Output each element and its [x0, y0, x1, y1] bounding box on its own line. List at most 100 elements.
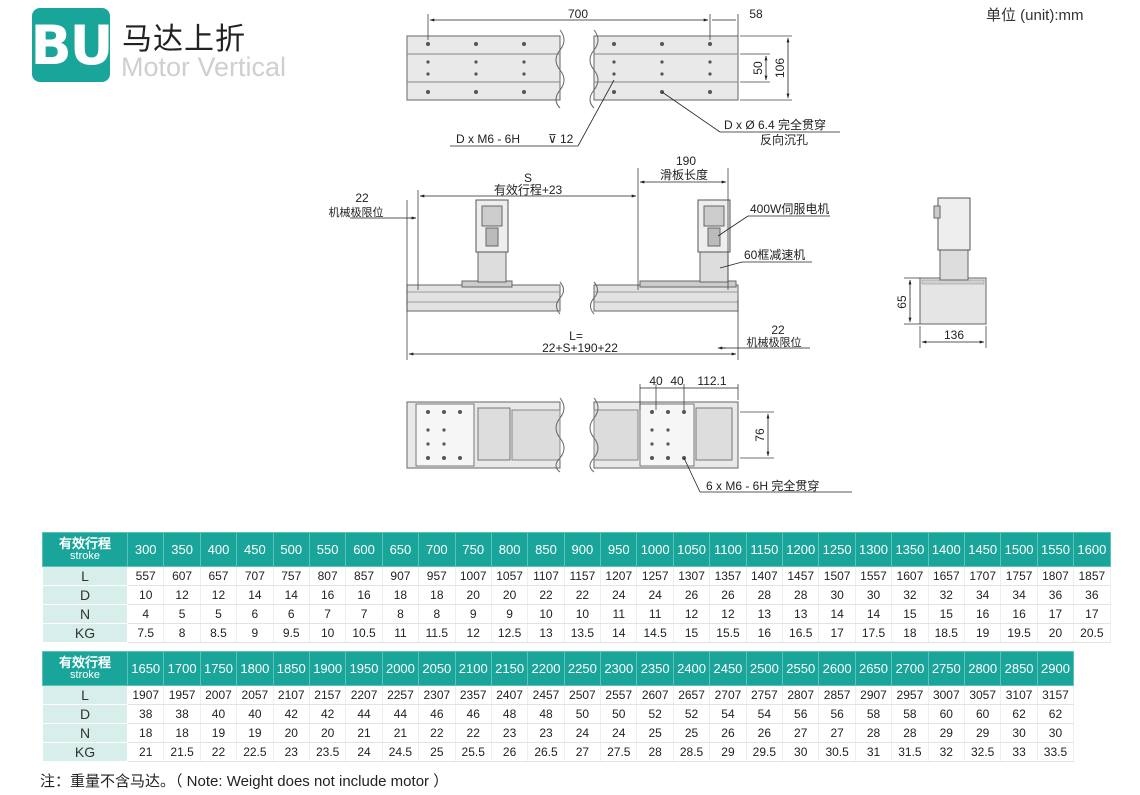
dim-40b: 40: [670, 374, 684, 388]
stroke-header-cell: 1900: [308, 651, 347, 686]
table-cell: 16: [308, 585, 347, 605]
table-cell: 14.5: [636, 623, 674, 643]
table-cell: 27: [818, 723, 856, 743]
table-cell: 3157: [1036, 685, 1075, 705]
table-cell: 857: [345, 566, 383, 586]
table-cell: 42: [272, 704, 310, 724]
table-cell: 3107: [1000, 685, 1038, 705]
callout-through-holes: D x Ø 6.4 完全贯穿: [724, 117, 826, 132]
row-label: L: [42, 685, 128, 705]
table-cell: 31: [854, 742, 893, 762]
table-cell: 9: [454, 604, 492, 624]
table-cell: 2107: [272, 685, 310, 705]
stroke-header-cell: 2900: [1036, 651, 1075, 686]
callout-thread-holes: D x M6 - 6H: [456, 132, 520, 146]
table-cell: 24: [600, 585, 638, 605]
table-cell: 36: [1036, 585, 1075, 605]
stroke-header-cell: 1500: [1000, 532, 1038, 567]
table-cell: 24: [563, 723, 602, 743]
table-cell: 14: [818, 604, 856, 624]
label-mech-limit-left: 机械极限位: [329, 205, 384, 219]
stroke-header-cell: 2550: [782, 651, 820, 686]
table-cell: 26: [672, 585, 711, 605]
table-cell: 22: [527, 585, 565, 605]
stroke-header-cell: 1000: [636, 532, 674, 567]
table-cell: 5: [199, 604, 238, 624]
table-cell: 1257: [636, 566, 674, 586]
table-cell: 18.5: [927, 623, 965, 643]
table-cell: 2257: [381, 685, 420, 705]
table-cell: 34: [1000, 585, 1038, 605]
stroke-header-cell: 2650: [854, 651, 893, 686]
table-cell: 20: [272, 723, 310, 743]
table-cell: 54: [709, 704, 747, 724]
table-cell: 17: [1073, 604, 1111, 624]
stroke-header-cell: 2150: [490, 651, 529, 686]
table-cell: 2907: [854, 685, 893, 705]
table-cell: 1057: [490, 566, 529, 586]
table-cell: 20: [490, 585, 529, 605]
table-cell: 52: [672, 704, 711, 724]
table-cell: 1307: [672, 566, 711, 586]
table-cell: 34: [963, 585, 1002, 605]
table-cell: 1857: [1073, 566, 1111, 586]
table-cell: 2357: [454, 685, 492, 705]
table-cell: 26: [490, 742, 529, 762]
label-stroke-plus: 有效行程+23: [494, 182, 563, 197]
table-cell: 13: [527, 623, 565, 643]
table-cell: 22: [563, 585, 602, 605]
table-cell: 3057: [963, 685, 1002, 705]
table-cell: 11: [381, 623, 420, 643]
table-cell: 25: [636, 723, 674, 743]
page-title: 马达上折: [122, 22, 246, 57]
stroke-header-cell: 550: [308, 532, 347, 567]
stroke-header-cell: 300: [126, 532, 165, 567]
table-cell: 18: [126, 723, 165, 743]
footer-note: 注：重量不含马达。（ Note: Weight does not include…: [40, 773, 449, 790]
table-cell: 907: [381, 566, 420, 586]
table-cell: 24.5: [381, 742, 420, 762]
bottom-view: 40 40 112.1 76 6 x M6 - 6H 完全贯穿: [406, 374, 852, 493]
stroke-header-cell: 2700: [891, 651, 929, 686]
callout-bottom-holes: 6 x M6 - 6H 完全贯穿: [706, 478, 819, 493]
dim-22-left: 22: [355, 191, 369, 205]
label-reducer: 60框减速机: [744, 248, 805, 262]
table-cell: 16: [1000, 604, 1038, 624]
table-cell: 15: [672, 623, 711, 643]
stroke-header-cell: 950: [600, 532, 638, 567]
table-cell: 23: [272, 742, 310, 762]
table-cell: 50: [600, 704, 638, 724]
table-cell: 32: [891, 585, 929, 605]
table-cell: 11: [636, 604, 674, 624]
stroke-header-cell: 1750: [199, 651, 238, 686]
stroke-header-cell: 1800: [236, 651, 274, 686]
table-cell: 707: [236, 566, 274, 586]
row-label: L: [42, 566, 128, 586]
table-cell: 11: [600, 604, 638, 624]
table-cell: 19.5: [1000, 623, 1038, 643]
table-cell: 19: [199, 723, 238, 743]
stroke-header-cell: 2200: [527, 651, 565, 686]
row-label: KG: [42, 742, 128, 762]
table-cell: 2757: [745, 685, 784, 705]
table-cell: 29.5: [745, 742, 784, 762]
table-cell: 25: [672, 723, 711, 743]
table-cell: 56: [818, 704, 856, 724]
stroke-header-cell: 2850: [1000, 651, 1038, 686]
table-cell: 26: [745, 723, 784, 743]
table-cell: 1907: [126, 685, 165, 705]
stroke-header-cell: 1600: [1073, 532, 1111, 567]
table-cell: 9.5: [272, 623, 310, 643]
table-cell: 1357: [709, 566, 747, 586]
table-cell: 27.5: [600, 742, 638, 762]
table-cell: 29: [927, 723, 965, 743]
table-cell: 14: [272, 585, 310, 605]
table-cell: 1107: [527, 566, 565, 586]
side-view: 65 136: [895, 197, 987, 348]
table-cell: 44: [345, 704, 383, 724]
table-cell: 7: [308, 604, 347, 624]
table-cell: 7.5: [126, 623, 165, 643]
